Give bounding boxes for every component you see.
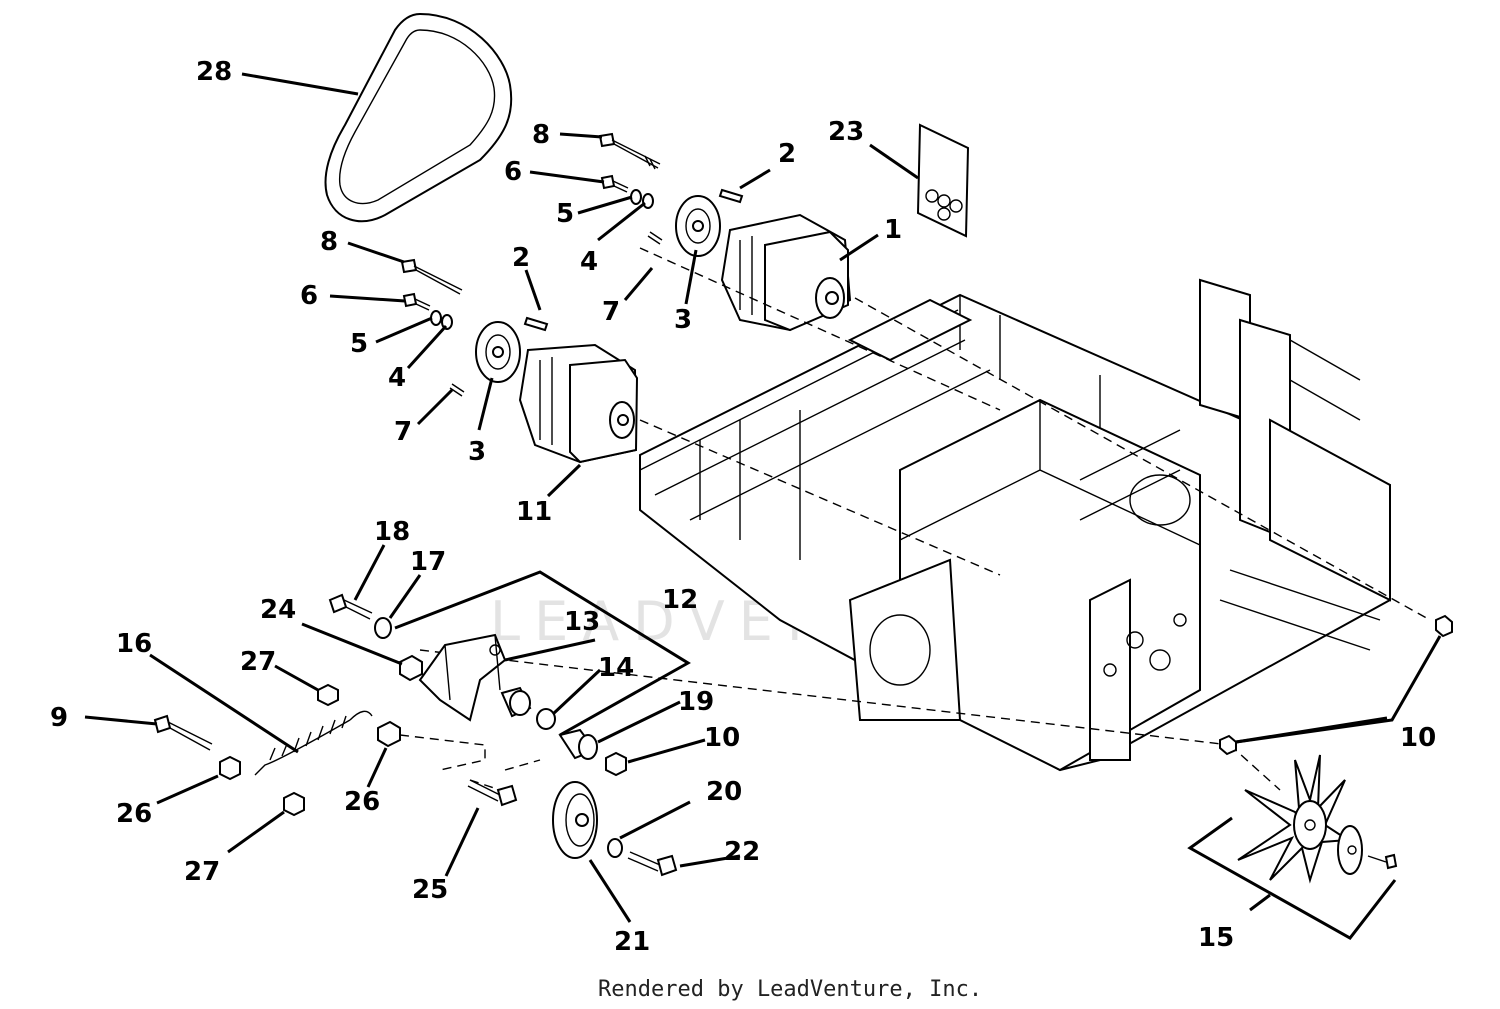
- callout-6-lower: 6: [300, 281, 318, 311]
- callout-25: 25: [412, 875, 448, 905]
- cooling-fan: [1237, 754, 1352, 884]
- callout-5-lower: 5: [350, 329, 368, 359]
- bolt-9: [153, 714, 213, 751]
- frame-nuts: [1219, 614, 1453, 756]
- pin-lower: [449, 383, 465, 397]
- nut-10-idler: [605, 751, 627, 777]
- nut-27-lower: [283, 791, 305, 817]
- bolt-25: [467, 779, 518, 807]
- callout-24: 24: [260, 595, 296, 625]
- nut-26-right: [377, 720, 401, 748]
- key-upper: [718, 188, 744, 204]
- washers-lower: [430, 310, 453, 330]
- hydro-pump-lower: [518, 343, 639, 464]
- tractor-frame: [639, 278, 1391, 772]
- fan-pulley: [1337, 825, 1363, 875]
- callout-10-idler: 10: [704, 723, 740, 753]
- callout-5-upper: 5: [556, 199, 574, 229]
- callout-2-lower: 2: [512, 243, 530, 273]
- bolt-lower-short: [402, 292, 431, 311]
- callout-23: 23: [828, 117, 864, 147]
- callout-8-lower: 8: [320, 227, 338, 257]
- credit-text: Rendered by LeadVenture, Inc.: [598, 977, 982, 1002]
- callout-21: 21: [614, 927, 650, 957]
- callout-7-upper: 7: [602, 297, 620, 327]
- callout-4-upper: 4: [580, 247, 598, 277]
- callout-15: 15: [1198, 923, 1234, 953]
- callout-14: 14: [598, 653, 634, 683]
- pulley-lower: [475, 321, 521, 383]
- washer-17: [374, 617, 392, 639]
- bolt-upper-long: [598, 132, 661, 170]
- hydro-pump-upper: [720, 213, 852, 332]
- callout-17: 17: [410, 547, 446, 577]
- washer-20: [607, 838, 623, 858]
- drive-belt: [324, 12, 513, 223]
- bolt-18: [328, 593, 373, 620]
- nut-27-upper: [317, 683, 339, 707]
- idler-bushing: [500, 686, 532, 718]
- pulley-upper: [675, 195, 721, 257]
- callout-labels: 28 8 6 5 4 2 23 1 7 3 8 6 5 4 2 7 3 11 1…: [50, 57, 1436, 957]
- callout-26-left: 26: [116, 799, 152, 829]
- bolt-22: [627, 851, 678, 877]
- callout-6-upper: 6: [504, 157, 522, 187]
- nut-24: [399, 654, 423, 682]
- callout-19: 19: [678, 687, 714, 717]
- callout-26-right: 26: [344, 787, 380, 817]
- fan-bolt: [1367, 853, 1398, 870]
- spring-16: [254, 710, 373, 776]
- callout-2-upper: 2: [778, 139, 796, 169]
- callout-3-upper: 3: [674, 305, 692, 335]
- callout-27-upper: 27: [240, 647, 276, 677]
- callout-16: 16: [116, 629, 152, 659]
- nut-26-left: [219, 755, 241, 781]
- callout-22: 22: [724, 837, 760, 867]
- bolt-lower-long: [400, 258, 463, 295]
- callout-12: 12: [662, 585, 698, 615]
- shoulder-bolt: [558, 728, 598, 760]
- washers-upper: [630, 189, 654, 209]
- pin-upper: [647, 231, 663, 245]
- callout-10-frame: 10: [1400, 723, 1436, 753]
- callout-13: 13: [564, 607, 600, 637]
- callout-4-lower: 4: [388, 363, 406, 393]
- callout-11: 11: [516, 497, 552, 527]
- callout-3-lower: 3: [468, 437, 486, 467]
- idler-pulley-21: [552, 781, 598, 859]
- key-lower: [523, 316, 549, 332]
- callout-7-lower: 7: [394, 417, 412, 447]
- callout-20: 20: [706, 777, 742, 807]
- callout-9: 9: [50, 703, 68, 733]
- bolt-upper-short: [600, 174, 629, 193]
- callout-28: 28: [196, 57, 232, 87]
- decal-sheet: [916, 123, 970, 238]
- alignment-lines: [399, 247, 1431, 791]
- leader-lines: [84, 72, 1388, 923]
- idler-bracket: [418, 633, 507, 722]
- callout-27-lower: 27: [184, 857, 220, 887]
- callout-18: 18: [374, 517, 410, 547]
- callout-8-upper: 8: [532, 120, 550, 150]
- callout-1: 1: [884, 215, 902, 245]
- spacer: [536, 708, 556, 730]
- brackets: [394, 570, 1442, 940]
